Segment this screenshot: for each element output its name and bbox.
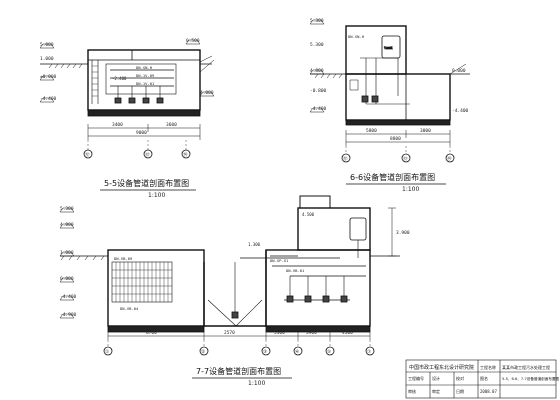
axis-6-6-b: ⑬ <box>403 155 408 162</box>
level-7-7-f: -4.900 <box>60 312 77 318</box>
axis-6-6-a: ⑫ <box>343 155 348 162</box>
axis-7-7-c: ③ <box>263 349 267 355</box>
axis-5-5-b: ⑬ <box>145 151 150 158</box>
project-name: 某某市政工程污水处理工程 <box>502 364 550 370</box>
tag-7-7-d: DN-SP-G1 <box>270 258 289 263</box>
drawing-name: 5-5、6-6、7-7设备管道剖面布置图 <box>502 376 560 381</box>
axis-7-7-e: ⑤ <box>327 349 331 355</box>
dim-5-5-b: 3600 <box>166 122 177 128</box>
axis-7-7-d: ④ <box>295 349 299 355</box>
level-7-7-a: 5.300 <box>60 206 74 212</box>
field-4: 审核 <box>408 388 416 394</box>
title-block <box>405 359 557 399</box>
level-6-6-e: -4.400 <box>310 106 327 112</box>
title-6-6: 6-6设备管道剖面布置图 <box>350 172 435 182</box>
dim-7-7-d: 3900 <box>306 330 317 336</box>
scale-7-7: 1:100 <box>248 380 265 387</box>
level-5-5-c: ±0.000 <box>40 74 57 80</box>
level-5-5-f: 4.000 <box>200 90 214 96</box>
tag-5-5-a: DN-SN-H <box>136 65 153 70</box>
level-7-7-h: 1.300 <box>248 242 261 247</box>
dim-5-5-c: 9000 <box>136 130 147 136</box>
field-3: 校对 <box>456 375 464 381</box>
axis-7-7-a: ① <box>105 349 109 355</box>
title-7-7: 7-7设备管道剖面布置图 <box>196 366 281 376</box>
level-7-7-b: 4.800 <box>60 222 74 228</box>
tag-6-6-a: DN-SN-H <box>348 34 365 39</box>
tag-7-7-a: DN-VB-09 <box>114 256 133 261</box>
level-5-5-e: 0.500 <box>186 38 200 44</box>
level-6-6-g: 0.000 <box>452 68 466 74</box>
level-5-5-d: -4.400 <box>40 96 57 102</box>
scale-5-5: 1:100 <box>148 192 165 199</box>
level-5-5-g: -2.400 <box>112 76 127 81</box>
tag-7-7-c: DN-VB-01 <box>286 268 305 273</box>
drawing-label: 图名 <box>480 375 488 381</box>
dim-6-6-b: 3000 <box>420 128 431 134</box>
level-6-6-a: 5.300 <box>310 18 324 24</box>
dim-7-7-b: 2570 <box>224 330 235 336</box>
level-7-7-g: 4.500 <box>302 212 315 217</box>
level-5-5-a: 5.000 <box>40 42 54 48</box>
dim-7-7-a: 8700 <box>146 330 157 336</box>
level-6-6-b: 5.300 <box>310 42 324 48</box>
level-7-7-d: 0.000 <box>60 276 74 282</box>
dim-6-6-a: 5800 <box>366 128 377 134</box>
field-1: 工程编号 <box>408 375 424 381</box>
axis-7-7-f: ⑦ <box>367 349 371 355</box>
level-7-7-e: -4.400 <box>60 294 77 300</box>
axis-6-6-c: ⑭ <box>447 155 452 162</box>
svg-text:tank: tank <box>384 46 393 50</box>
dim-7-7-c: 5300 <box>274 330 285 336</box>
dim-5-5-a: 3400 <box>112 122 123 128</box>
level-6-6-c: 4.800 <box>310 68 324 74</box>
dim-6-6-c: 8800 <box>390 136 401 142</box>
field-2: 设计 <box>432 375 440 381</box>
level-6-6-f: -4.400 <box>452 108 469 114</box>
tag-5-5-b: DN-1V-09 <box>136 73 155 78</box>
tag-7-7-b: DN-VB-04 <box>120 306 139 311</box>
dim-7-7-e: 4500 <box>342 330 353 336</box>
level-7-7-i: 3.900 <box>396 230 410 236</box>
field-5: 审定 <box>432 388 440 394</box>
field-6: 日期 <box>456 388 464 394</box>
tag-5-5-c: DN-1V-01 <box>136 81 155 86</box>
scale-6-6: 1:100 <box>402 186 419 193</box>
institute-name: 中国市政工程东北设计研究院 <box>409 364 474 371</box>
section-6-6: tank <box>309 19 470 163</box>
level-6-6-d: -0.800 <box>310 88 327 94</box>
section-7-7 <box>59 195 400 356</box>
drawing-date: 2008.07 <box>480 389 497 394</box>
axis-7-7-b: ② <box>201 349 205 355</box>
level-5-5-b: 1.000 <box>40 56 54 62</box>
axis-5-5-a: ⑫ <box>85 151 90 158</box>
project-label: 工程名称 <box>480 364 496 370</box>
axis-5-5-c: ⑭ <box>183 151 188 158</box>
title-5-5: 5-5设备管道剖面布置图 <box>104 178 189 188</box>
section-5-5 <box>39 39 215 159</box>
level-7-7-c: 1.000 <box>60 250 74 256</box>
